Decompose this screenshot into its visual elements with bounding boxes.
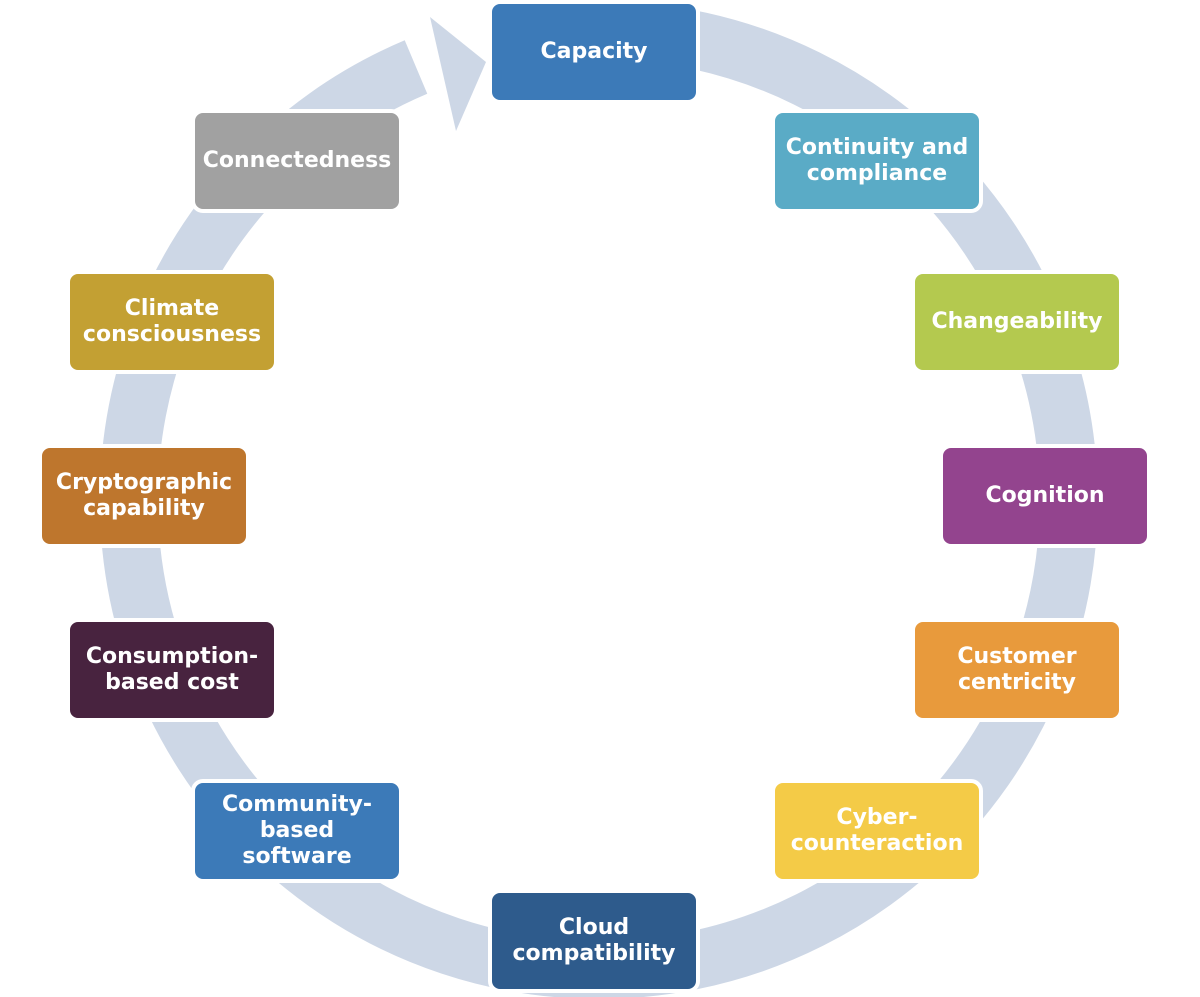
- step-cloud-compatibility: Cloud compatibility: [488, 889, 700, 993]
- step-cryptographic-capability: Cryptographic capability: [38, 444, 250, 548]
- step-capacity: Capacity: [488, 0, 700, 104]
- step-continuity-compliance: Continuity and compliance: [771, 109, 983, 213]
- step-climate-consciousness: Climate consciousness: [66, 270, 278, 374]
- step-changeability: Changeability: [911, 270, 1123, 374]
- step-customer-centricity: Customer centricity: [911, 618, 1123, 722]
- cycle-arrow-head: [430, 17, 486, 131]
- step-community-software: Community- based software: [191, 779, 403, 883]
- step-connectedness: Connectedness: [191, 109, 403, 213]
- step-consumption-cost: Consumption- based cost: [66, 618, 278, 722]
- step-cognition: Cognition: [939, 444, 1151, 548]
- step-cyber-counteraction: Cyber- counteraction: [771, 779, 983, 883]
